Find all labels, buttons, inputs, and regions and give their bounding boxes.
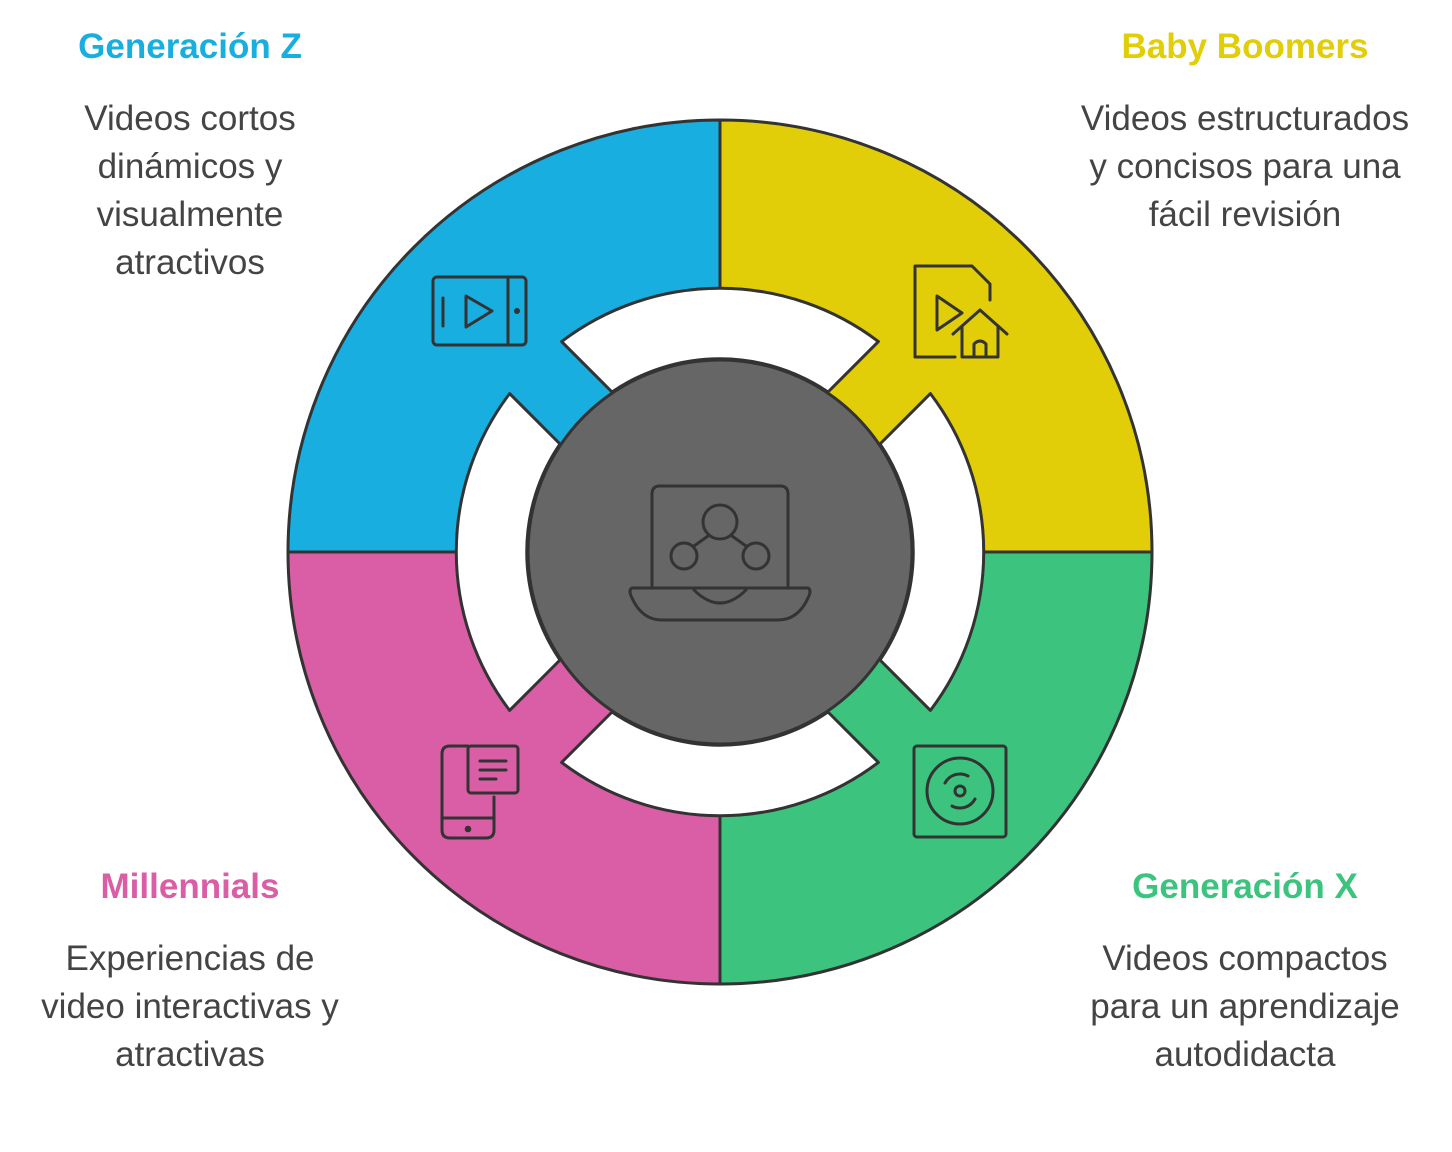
description-generacion-x: Videos compactos para un aprendizaje aut… xyxy=(1090,939,1400,1074)
video-player-icon xyxy=(431,275,528,347)
title-generacion-z: Generación Z xyxy=(78,27,302,66)
laptop-network-icon xyxy=(628,484,812,622)
description-millennials: Experiencias de video interactivas y atr… xyxy=(41,939,339,1074)
title-baby-boomers: Baby Boomers xyxy=(1121,27,1369,66)
label-millennials: Millennials Experiencias de video intera… xyxy=(20,865,360,1079)
video-file-home-icon xyxy=(913,264,1009,359)
description-generacion-z: Videos cortos dinámicos y visualmente at… xyxy=(84,99,296,282)
label-generacion-x: Generación X Videos compactos para un ap… xyxy=(1080,865,1410,1079)
inner-ring xyxy=(454,286,986,818)
mobile-document-icon xyxy=(440,744,520,840)
disc-player-icon xyxy=(912,744,1008,839)
center-hub xyxy=(526,358,914,746)
label-baby-boomers: Baby Boomers Videos estructurados y conc… xyxy=(1080,25,1410,239)
title-millennials: Millennials xyxy=(100,867,280,906)
label-generacion-z: Generación Z Videos cortos dinámicos y v… xyxy=(20,25,360,287)
description-baby-boomers: Videos estructurados y concisos para una… xyxy=(1080,99,1410,234)
title-generacion-x: Generación X xyxy=(1132,867,1358,906)
